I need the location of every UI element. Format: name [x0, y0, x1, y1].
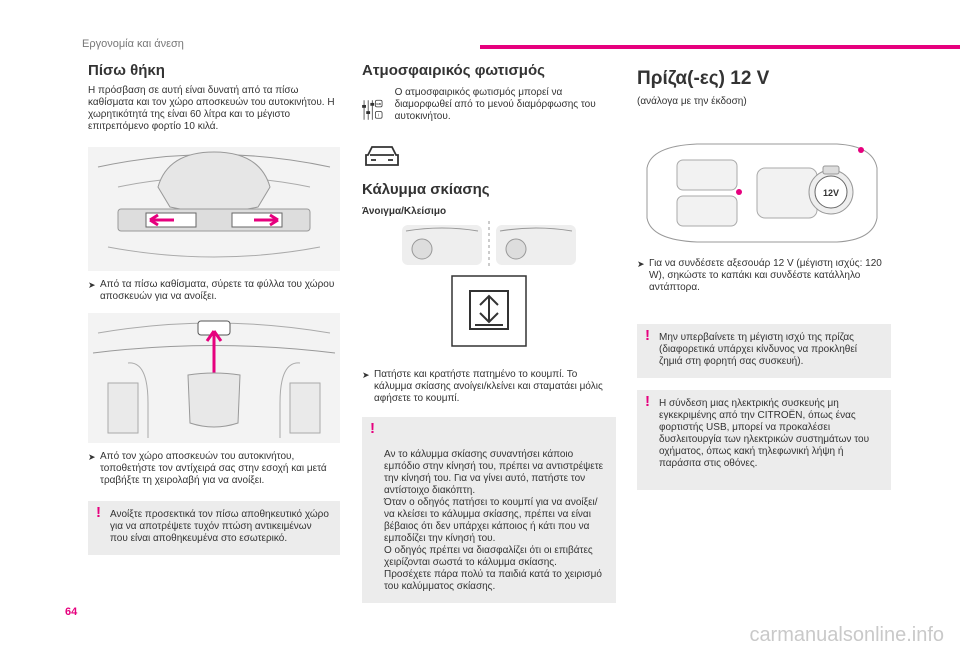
warning-icon: !	[96, 504, 101, 521]
ambient-lighting-title: Ατμοσφαιρικός φωτισμός	[362, 62, 545, 79]
boot-storage-illustration	[88, 313, 340, 443]
car-front-icon	[365, 146, 399, 166]
arrow-bullet-icon: ➤	[362, 370, 370, 380]
arrow-bullet-icon: ➤	[637, 259, 645, 269]
warning-icon: !	[645, 393, 650, 410]
sunshade-warning: ! Αν το κάλυμμα σκίασης συναντήσει κάποι…	[362, 417, 616, 603]
column-rear-storage: Πίσω θήκη Η πρόσβαση σε αυτή είναι δυνατ…	[88, 62, 340, 555]
socket-subtitle: (ανάλογα με την έκδοση)	[637, 96, 747, 107]
ambient-lighting-row: GB i Ο ατμοσφαιρικός φωτισμός μπορεί να …	[362, 87, 616, 133]
socket-bullet: ➤ Για να συνδέσετε αξεσουάρ 12 V (μέγιστ…	[637, 258, 882, 293]
header-accent-bar	[480, 45, 960, 49]
settings-menu-icon: GB i	[362, 99, 383, 120]
svg-text:i: i	[378, 113, 379, 118]
rear-storage-bullet-2: ➤ Από τον χώρο αποσκευών του αυτοκινήτου…	[88, 451, 327, 486]
sunshade-title: Κάλυμμα σκίασης	[362, 181, 490, 198]
rear-seat-storage-illustration	[88, 147, 340, 271]
car-topview-illustration: 12V	[637, 138, 891, 246]
arrow-bullet-icon: ➤	[88, 280, 96, 290]
socket-title: Πρίζα(-ες) 12 V	[637, 68, 770, 89]
sunshade-bullet: ➤ Πατήστε και κρατήστε πατημένο το κουμπ…	[362, 369, 603, 404]
column-ambient-lighting: Ατμοσφαιρικός φωτισμός GB i Ο ατμοσφαιρι…	[362, 62, 616, 603]
rear-storage-intro: Η πρόσβαση σε αυτή είναι δυνατή από τα π…	[88, 85, 335, 132]
sunshade-subtitle: Άνοιγμα/Κλείσιμο	[362, 206, 447, 217]
socket-warning-1: ! Μην υπερβαίνετε τη μέγιστη ισχύ της πρ…	[637, 324, 891, 378]
socket-label: 12V	[823, 188, 839, 198]
rear-storage-bullet-1: ➤ Από τα πίσω καθίσματα, σύρετε τα φύλλα…	[88, 279, 335, 302]
sunshade-illustration	[362, 221, 616, 361]
warning-icon: !	[645, 327, 650, 344]
arrow-bullet-icon: ➤	[88, 452, 96, 462]
socket-warning-2: ! Η σύνδεση μιας ηλεκτρικής συσκευής μη …	[637, 390, 891, 490]
rear-storage-title: Πίσω θήκη	[88, 62, 165, 79]
rear-storage-warning: ! Ανοίξτε προσεκτικά τον πίσω αποθηκευτι…	[88, 501, 340, 555]
watermark: carmanualsonline.info	[749, 624, 944, 646]
ambient-lighting-text: Ο ατμοσφαιρικός φωτισμός μπορεί να διαμο…	[394, 87, 596, 122]
gb-label: GB	[376, 102, 381, 106]
section-header: Εργονομία και άνεση	[82, 38, 184, 50]
column-12v-socket: Πρίζα(-ες) 12 V (ανάλογα με την έκδοση) …	[637, 62, 891, 490]
warning-icon: !	[370, 420, 375, 437]
page-number: 64	[65, 606, 78, 618]
